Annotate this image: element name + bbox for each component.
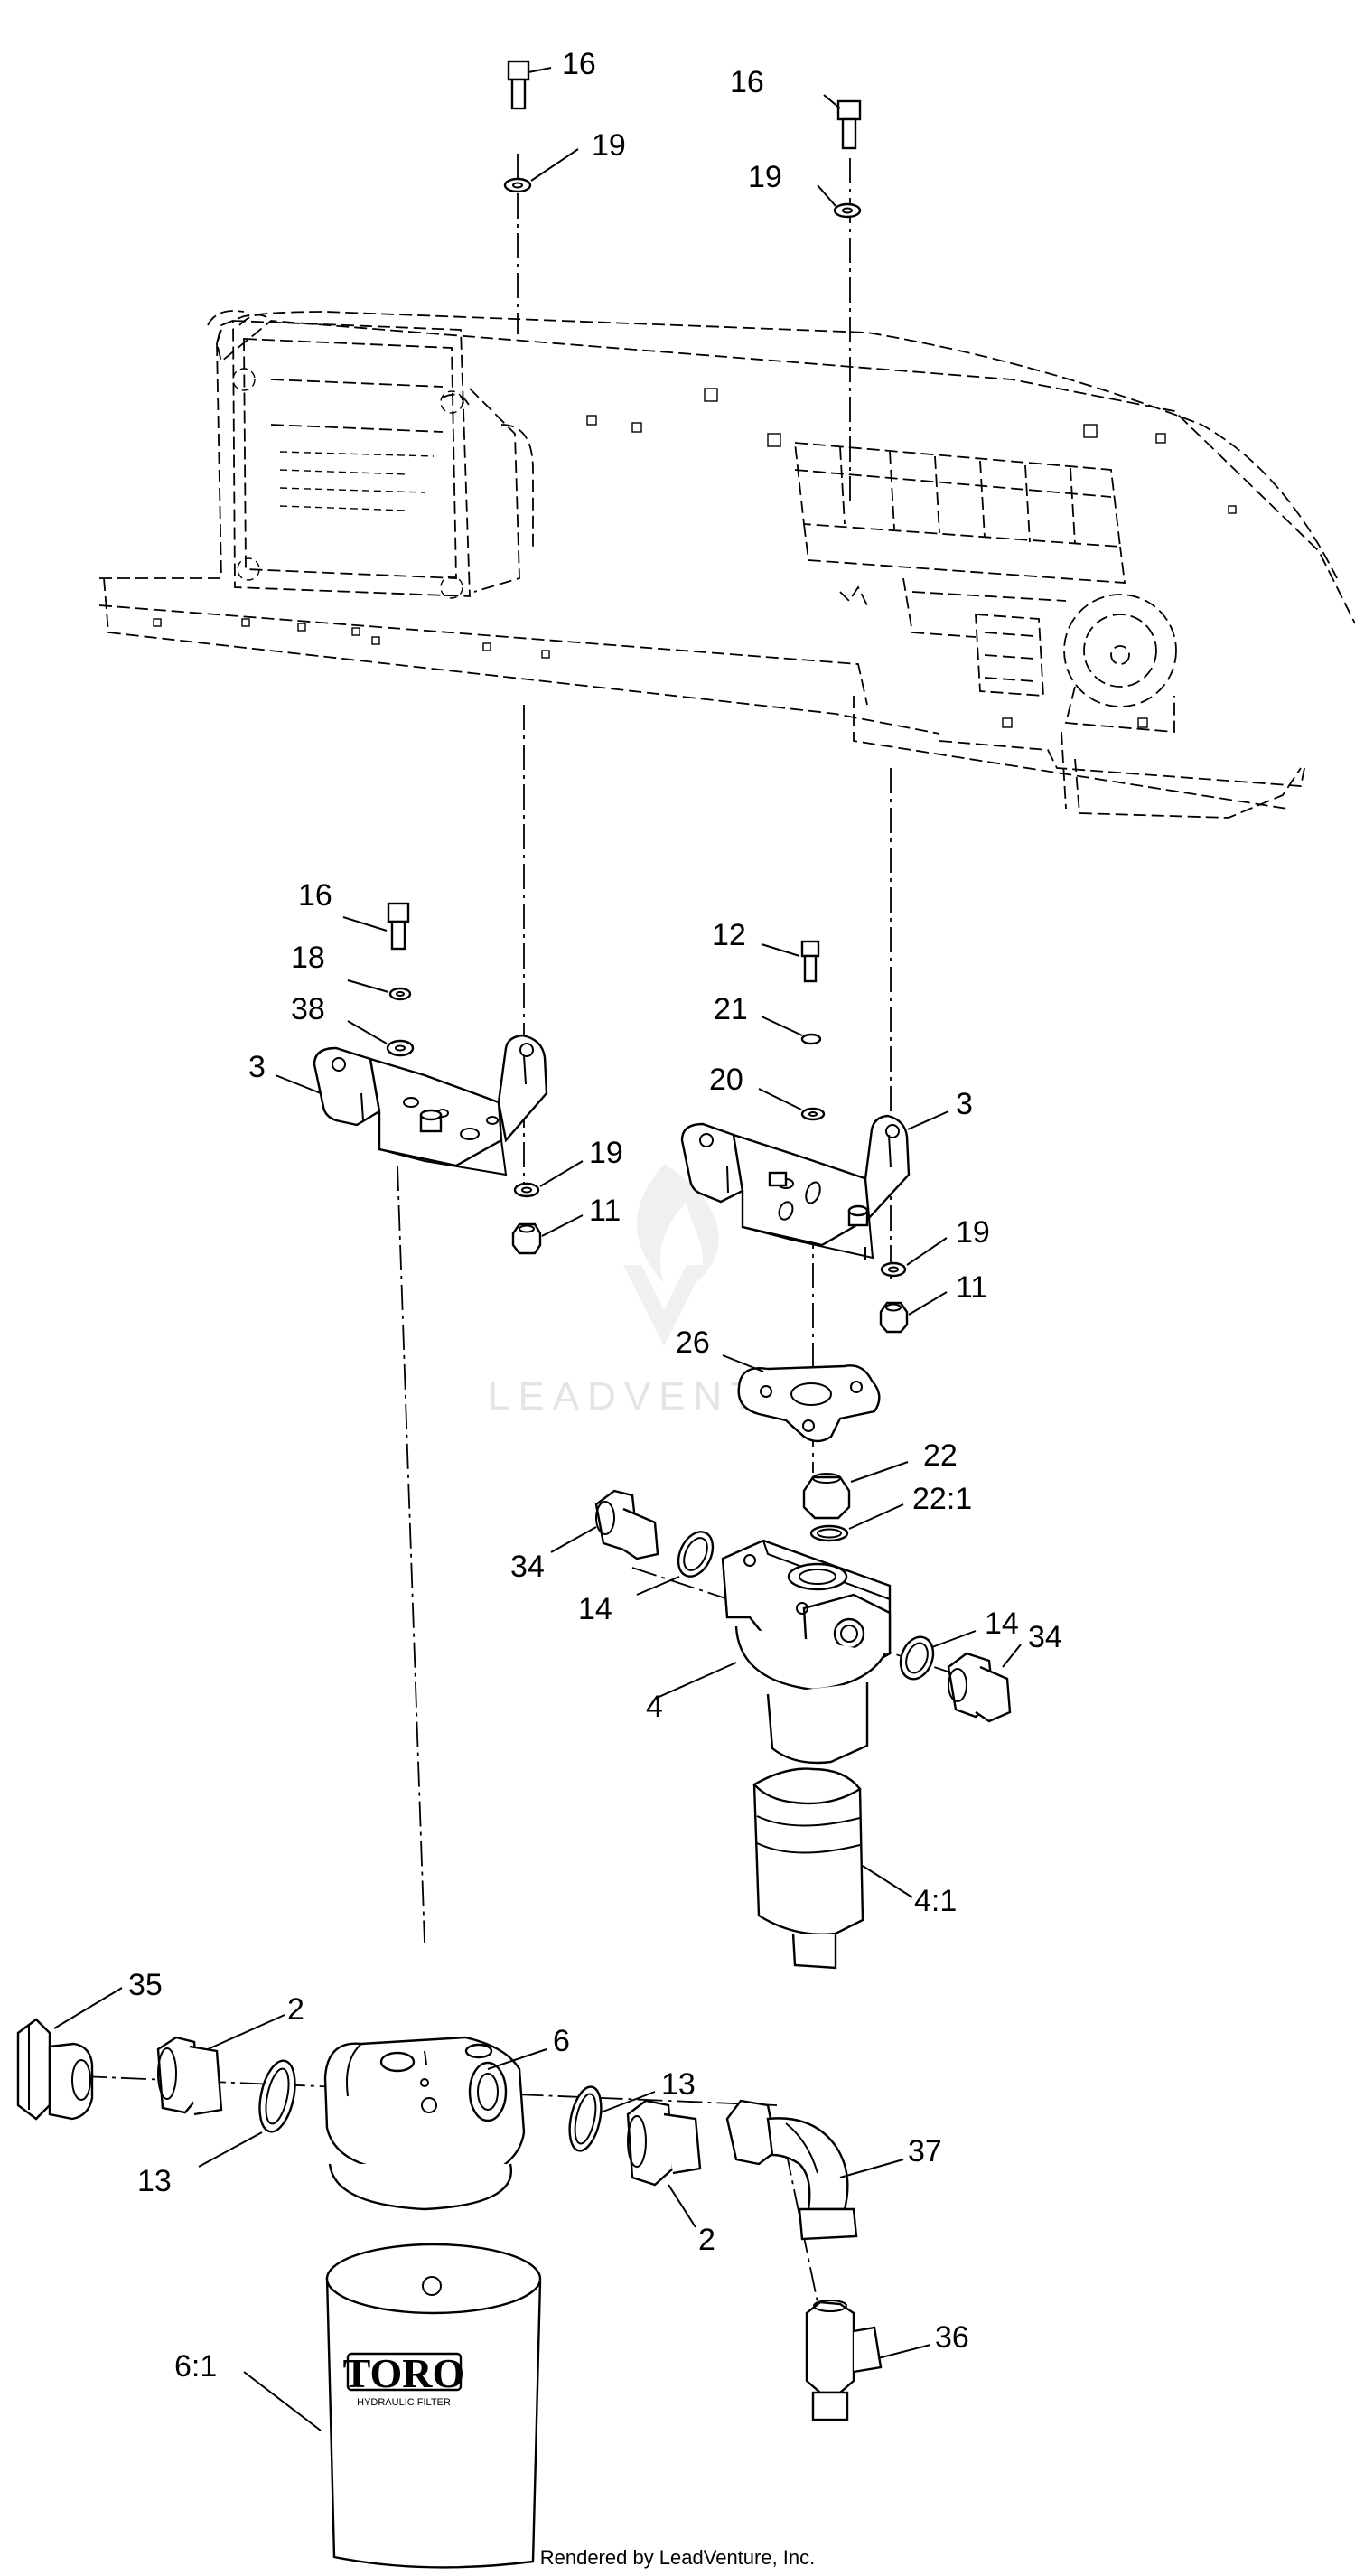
- callout-4: 4: [646, 1690, 663, 1724]
- callout-37: 37: [908, 2134, 942, 2169]
- fitting-36: [805, 2300, 883, 2421]
- callout-11-a: 11: [589, 1194, 621, 1228]
- filter-canister-6-1: [325, 2243, 542, 2569]
- leader-lines: [53, 67, 1022, 2431]
- washer-19-mid-right: [880, 1261, 907, 1278]
- bolt-12: [800, 940, 820, 983]
- callout-16-b: 16: [730, 65, 764, 99]
- callout-38: 38: [291, 992, 325, 1026]
- lockwasher-21: [800, 1033, 822, 1045]
- callout-12: 12: [712, 918, 746, 952]
- washer-20: [800, 1107, 826, 1121]
- callout-6: 6: [553, 2024, 570, 2058]
- fitting-35: [16, 2018, 94, 2121]
- nut-11-left: [511, 1222, 542, 1255]
- washer-19-top-left: [503, 177, 532, 193]
- callout-6-1: 6:1: [174, 2349, 217, 2384]
- callout-3-a: 3: [248, 1050, 266, 1084]
- washer-19-top-right: [833, 202, 862, 219]
- nut-11-right: [879, 1301, 909, 1334]
- footer-credit: Rendered by LeadVenture, Inc.: [540, 2546, 816, 2569]
- callout-14-a: 14: [578, 1592, 612, 1626]
- bolt-16-top-right: [836, 99, 862, 150]
- callout-14-b: 14: [985, 1606, 1019, 1641]
- callout-labels: 16 19 16 19 16 18 38 3 19 11 12 21 20 3 …: [128, 47, 1062, 2384]
- callout-19-d: 19: [956, 1215, 990, 1250]
- callout-19-b: 19: [748, 160, 782, 194]
- callout-2-a: 2: [287, 1992, 304, 2027]
- callout-22-1: 22:1: [912, 1482, 972, 1516]
- bracket-3-left: [313, 1034, 548, 1176]
- elbow-fitting-37: [725, 2099, 858, 2241]
- callout-36: 36: [935, 2320, 969, 2355]
- control-panel-ghost: [98, 310, 1355, 819]
- filter-label: HYDRAULIC FILTER: [357, 2397, 451, 2408]
- oring-22-1: [809, 1524, 849, 1542]
- gasket-26: [737, 1364, 881, 1443]
- callout-4-1: 4:1: [914, 1884, 957, 1918]
- callout-22: 22: [923, 1438, 958, 1473]
- adapter-2-right: [626, 2099, 702, 2187]
- fitting-34-right: [947, 1652, 1012, 1723]
- bolt-16-mid: [387, 902, 410, 951]
- callout-19-c: 19: [589, 1136, 623, 1170]
- callout-13-b: 13: [661, 2067, 696, 2102]
- oring-13-right: [568, 2085, 603, 2152]
- callout-21: 21: [714, 992, 748, 1026]
- plug-22: [802, 1473, 851, 1520]
- callout-34-b: 34: [1028, 1620, 1062, 1654]
- filter-brand-logo: TORO: [343, 2350, 465, 2396]
- bracket-3-right: [680, 1114, 911, 1260]
- callout-13-a: 13: [137, 2164, 172, 2198]
- callout-19-a: 19: [592, 128, 626, 163]
- callout-16-c: 16: [298, 878, 332, 913]
- callout-26: 26: [676, 1325, 710, 1360]
- callout-16-a: 16: [562, 47, 596, 81]
- lockwasher-18: [388, 987, 412, 1001]
- fitting-34-left: [594, 1489, 659, 1560]
- filter-element-4-1: [752, 1767, 864, 1970]
- callout-20: 20: [709, 1063, 743, 1097]
- callout-3-b: 3: [956, 1087, 973, 1121]
- callout-2-b: 2: [698, 2223, 715, 2257]
- oring-14-left: [677, 1531, 715, 1578]
- washer-38: [386, 1039, 415, 1057]
- oring-13-left: [258, 2059, 296, 2133]
- callout-18: 18: [291, 941, 325, 975]
- callout-11-b: 11: [956, 1270, 987, 1305]
- adapter-2-left: [156, 2036, 223, 2116]
- callout-34-a: 34: [510, 1550, 545, 1584]
- filter-head-4: [721, 1539, 892, 1765]
- washer-19-mid-left: [513, 1182, 540, 1198]
- bolt-16-top-left: [507, 60, 530, 110]
- callout-35: 35: [128, 1968, 163, 2002]
- oring-14-right: [899, 1635, 935, 1681]
- filter-head-6: [323, 2036, 526, 2211]
